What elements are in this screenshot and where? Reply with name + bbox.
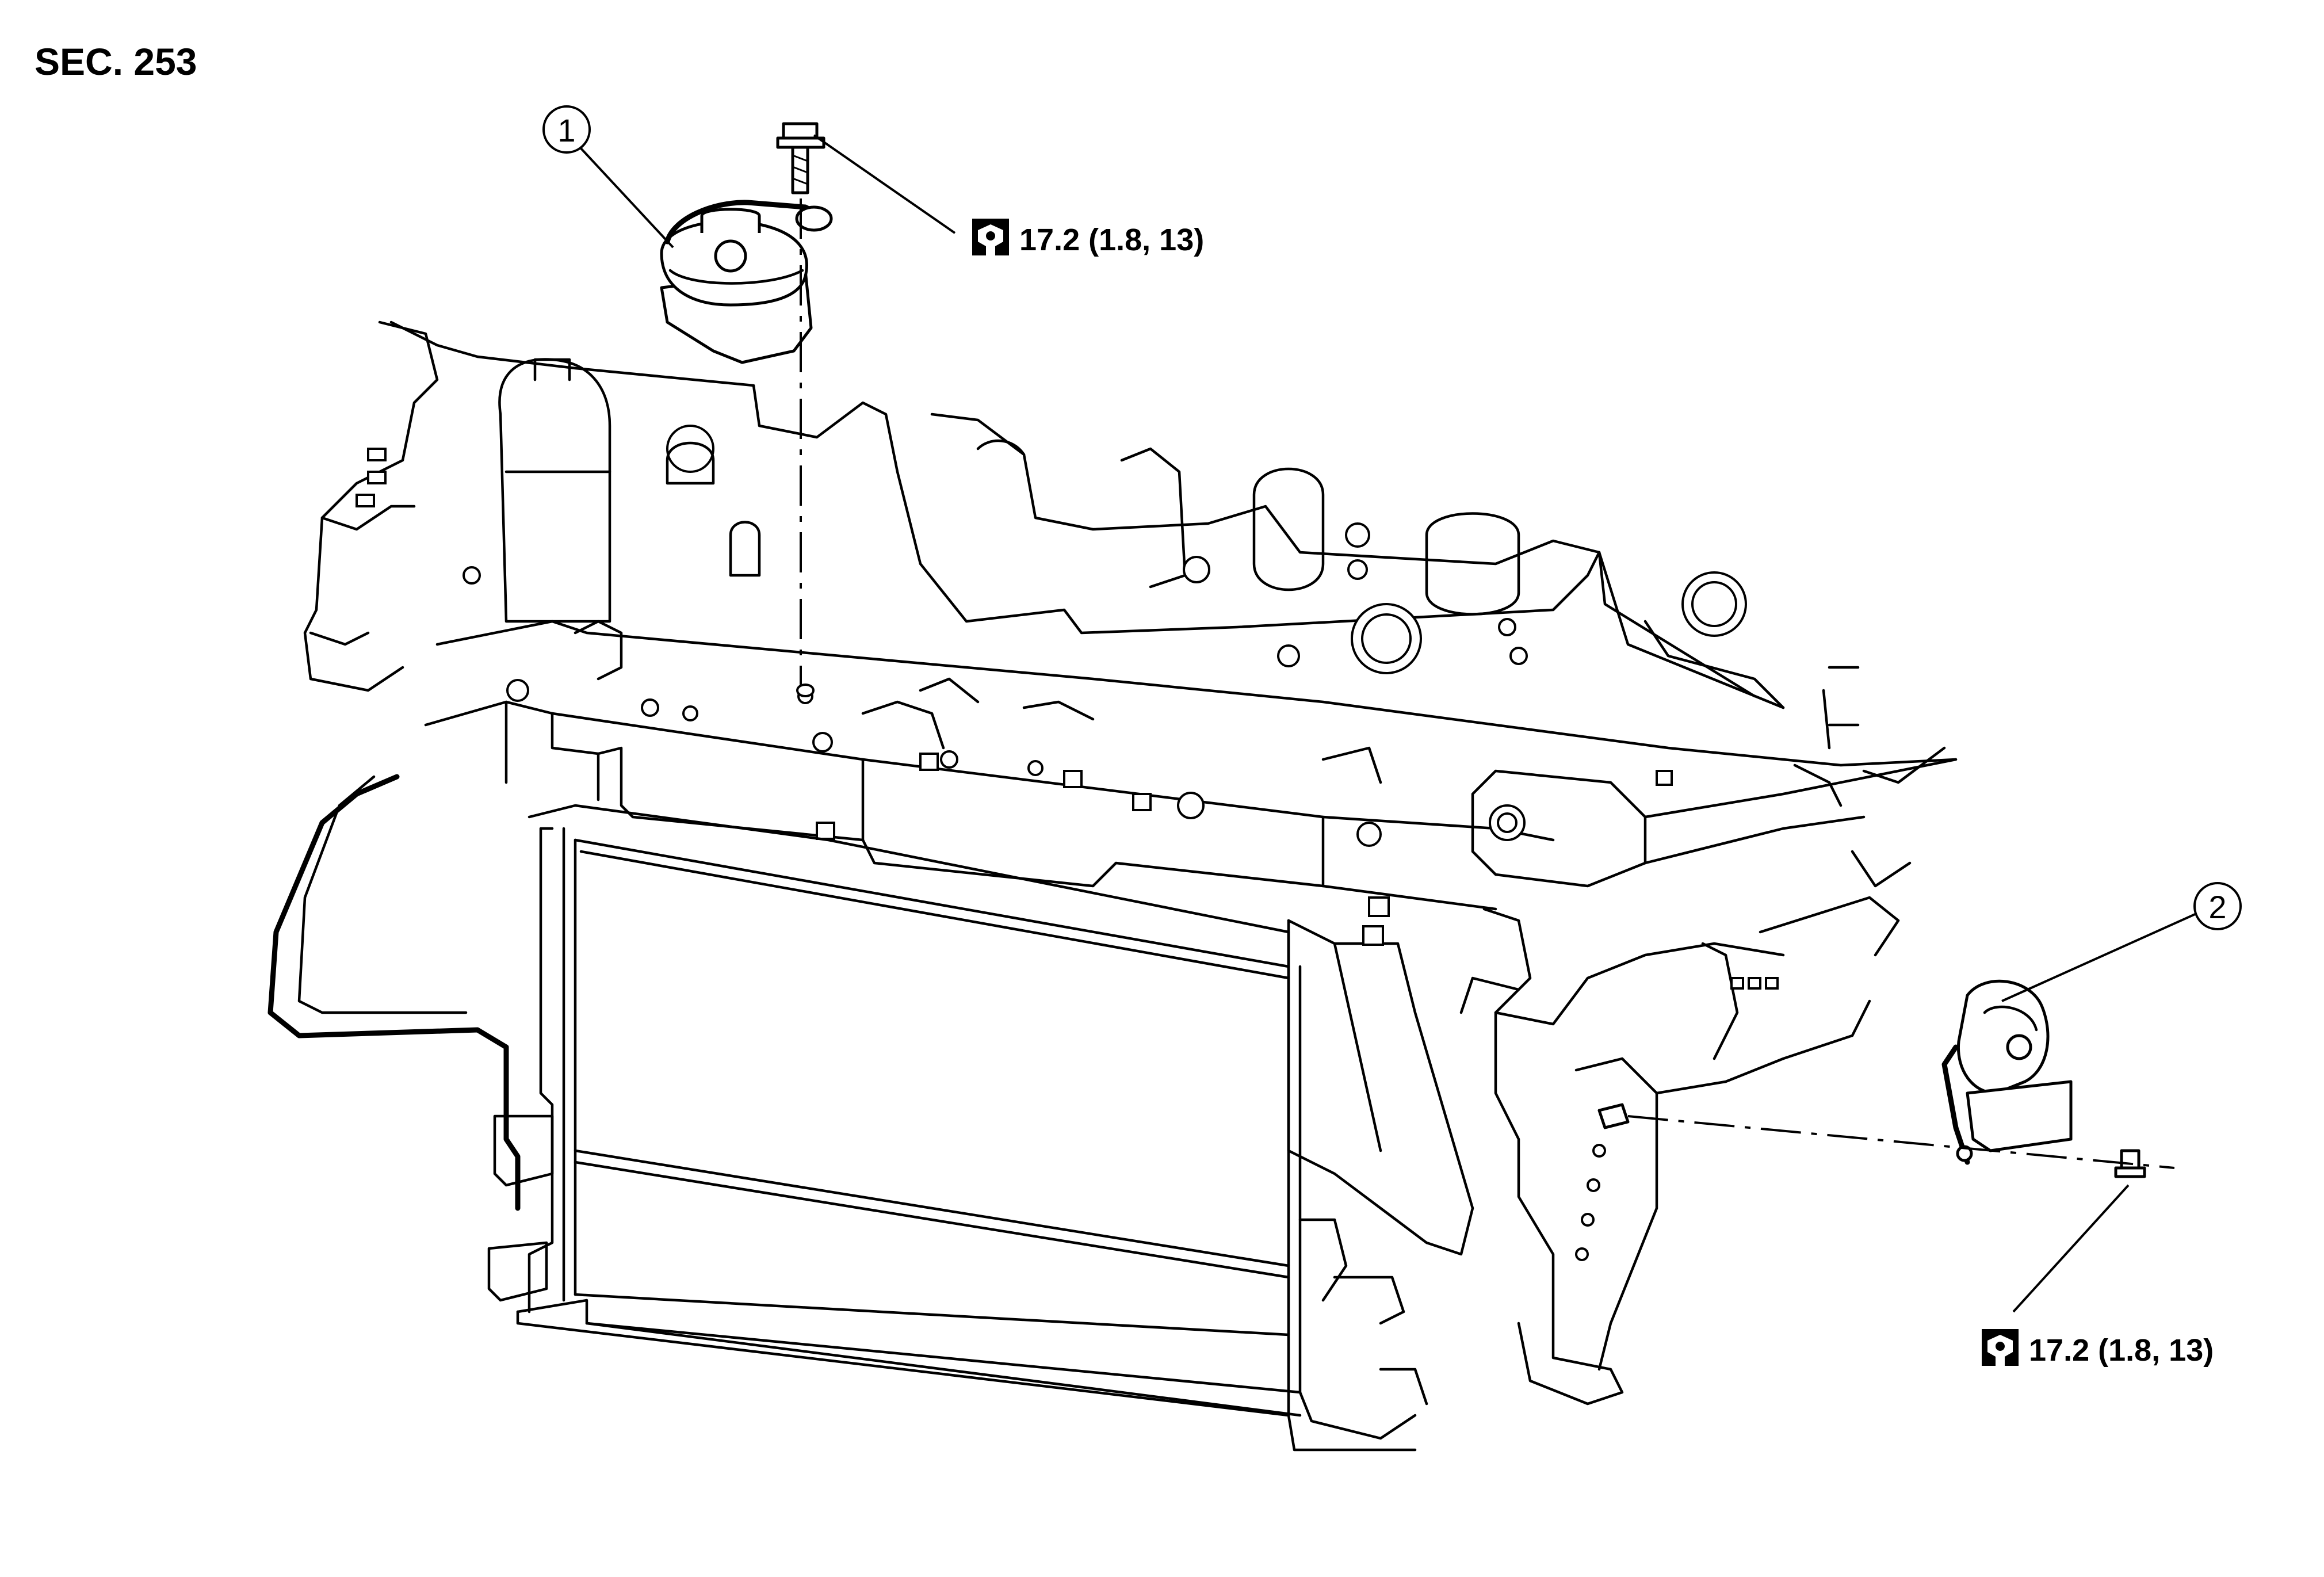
torque-spec-upper-text: 17.2 (1.8, 13) <box>1019 223 1204 257</box>
torque-spec-lower-text: 17.2 (1.8, 13) <box>2029 1333 2214 1368</box>
callout-2: 2 <box>2001 882 2242 1002</box>
horn-upper <box>660 200 833 364</box>
radiator-core-support <box>303 320 1958 1406</box>
torque-wrench-icon <box>972 219 1009 255</box>
torque-wrench-icon <box>1982 1329 2019 1366</box>
torque-spec-lower: 17.2 (1.8, 13) <box>1982 1184 2214 1368</box>
radiator-assembly <box>487 804 1428 1452</box>
radiator-hose <box>267 774 521 1211</box>
callout-1: 1 <box>542 105 674 249</box>
callout-1-number: 1 <box>557 112 575 148</box>
bolt-upper <box>776 122 825 194</box>
torque-spec-upper: 17.2 (1.8, 13) <box>813 134 1204 257</box>
alignment-line-lower <box>1627 1115 2175 1169</box>
section-label: SEC. 253 <box>35 40 197 83</box>
horn-stud <box>1597 1103 1630 1129</box>
callout-2-number: 2 <box>2208 889 2226 925</box>
horn-lower <box>1941 979 2073 1165</box>
